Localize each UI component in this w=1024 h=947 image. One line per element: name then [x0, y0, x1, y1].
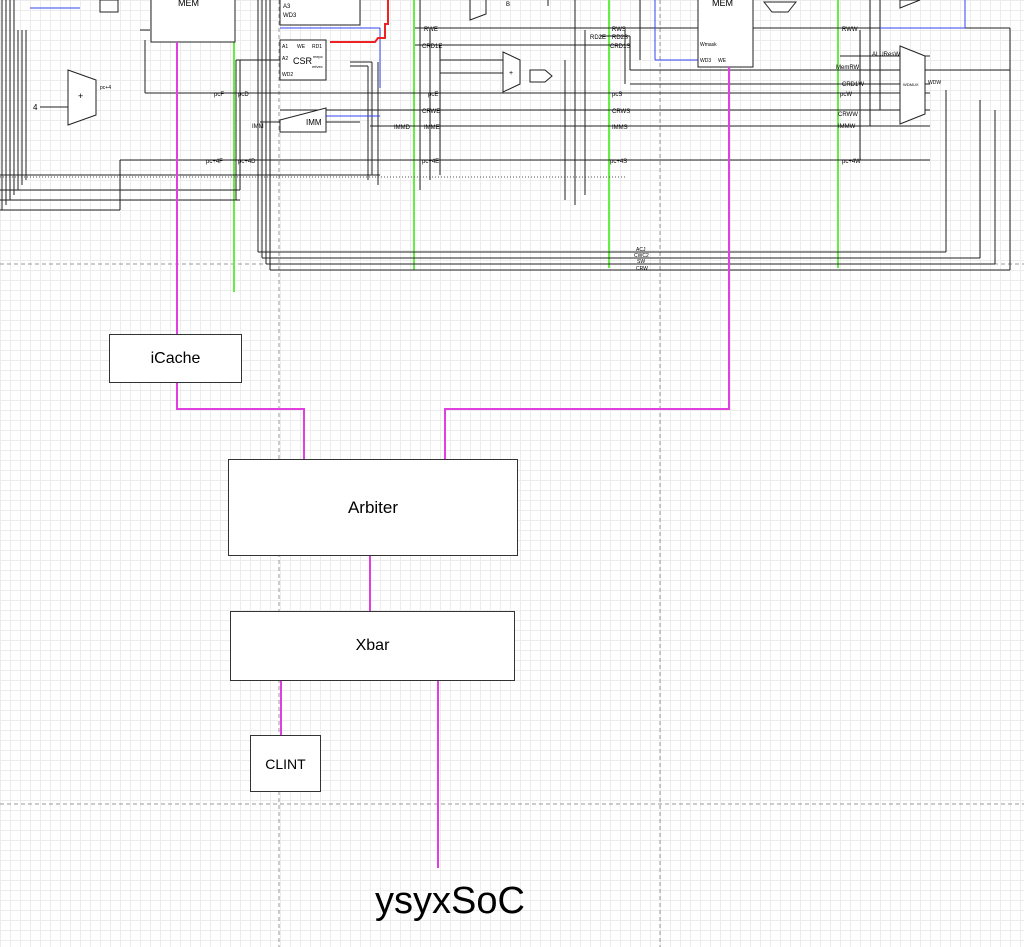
- wd3-label: WD3: [283, 13, 297, 19]
- pc4-label: pc+4: [100, 85, 111, 91]
- ACJ-label: ACJ: [636, 247, 646, 253]
- wd-mux: [899, 45, 926, 125]
- icache-label: iCache: [150, 349, 201, 367]
- CWC2-label: CWC2: [634, 253, 649, 259]
- icache-block: iCache: [109, 334, 242, 383]
- rdmux: [762, 1, 798, 13]
- wmask-label: Wmask: [700, 42, 717, 48]
- soc-title: ysyxSoC: [375, 880, 525, 922]
- pcE-label: pcE: [428, 92, 438, 98]
- top-right-mux: [899, 0, 921, 9]
- CRD1W-label: CRD1W: [842, 82, 864, 88]
- csr-rd1-label: RD1: [312, 44, 322, 50]
- bus-icache-to-arbiter: [176, 382, 305, 460]
- exec-adder: [502, 51, 521, 93]
- mem-fetch-block: [150, 0, 236, 43]
- MemRW-label: MemRW: [836, 65, 860, 71]
- bus-dmem-to-arbiter: [444, 67, 730, 460]
- const-4-label: 4: [33, 103, 38, 112]
- arbiter-block: Arbiter: [228, 459, 518, 556]
- RD2E-label: RD2E: [590, 35, 606, 41]
- mem-we-label: WE: [718, 58, 727, 64]
- RWS-label: RWS: [612, 27, 626, 33]
- clint-label: CLINT: [265, 755, 306, 772]
- csr-a1-label: A1: [282, 44, 288, 50]
- IMME-label: IMME: [424, 125, 440, 131]
- pc4W-label: pc+4W: [842, 159, 861, 165]
- csr-wd2-label: WD2: [282, 72, 293, 78]
- mem-data-label: MEM: [712, 0, 733, 8]
- pc4S-label: pc+4S: [610, 159, 627, 165]
- a3-label: A3: [283, 4, 291, 10]
- CRWS-label: CRWS: [612, 109, 630, 115]
- csr-mtvec-label: mtvec: [312, 64, 323, 69]
- forward-wires: [30, 0, 966, 117]
- b-label: B: [506, 2, 510, 8]
- and-gate: [529, 69, 553, 83]
- CRWW-label: CRWW: [838, 112, 858, 118]
- arbiter-label: Arbiter: [347, 497, 399, 517]
- CRD1S-label: CRD1S: [610, 44, 630, 50]
- ALUResW-label: ALUResW: [872, 52, 900, 58]
- clint-block: CLINT: [250, 735, 321, 792]
- wdmux-label: WDMUX: [903, 82, 919, 87]
- csr-block: [279, 39, 327, 81]
- critical-wire: [330, 0, 389, 43]
- system-bus: [176, 42, 730, 868]
- adder-plus: +: [78, 91, 83, 101]
- wdw-label: WDW: [928, 80, 941, 86]
- pc4D-label: pc+4D: [238, 159, 256, 165]
- IMMD-label: IMMD: [394, 125, 411, 131]
- pc4E-label: pc+4E: [422, 159, 439, 165]
- regfile-block: [279, 0, 361, 26]
- csr-label: CSR: [293, 56, 313, 66]
- imm-block: [279, 107, 327, 133]
- csr-mepc-label: mepc: [313, 54, 323, 59]
- IMM-in-label: IMM: [252, 124, 264, 130]
- reg-box: [99, 0, 119, 13]
- csr-a2-label: A2: [282, 56, 288, 62]
- IMMW-label: IMMW: [838, 124, 856, 130]
- CRD1E-label: CRD1E: [422, 44, 442, 50]
- mem-data-block: [697, 0, 754, 68]
- imm-label: IMM: [306, 118, 322, 127]
- CRW-label: CRW: [636, 266, 648, 272]
- pcF-label: pcF: [214, 92, 224, 98]
- RWE-label: RWE: [424, 27, 438, 33]
- pcW-label: pcW: [840, 92, 852, 98]
- mem-wd3-label: WD3: [700, 58, 711, 64]
- xbar-label: Xbar: [355, 637, 390, 654]
- pc4F-label: pc+4F: [206, 159, 223, 165]
- branch-logic: [469, 0, 549, 21]
- CRWE-label: CRWE: [422, 109, 440, 115]
- xbar-block: Xbar: [230, 611, 515, 681]
- SW-label: SW: [637, 259, 645, 265]
- csr-we-label: WE: [297, 44, 306, 50]
- bottom-bus-labels: ACJ CWC2 SW CRW: [634, 247, 649, 272]
- RWW-label: RWW: [842, 27, 858, 33]
- signal-labels: pcF pcD pcE pcS pcW pc+4F pc+4D pc+4E pc…: [206, 27, 900, 165]
- pcS-label: pcS: [612, 92, 622, 98]
- RD2S-label: RD2S: [612, 35, 628, 41]
- exec-adder-plus: +: [509, 70, 513, 77]
- pcD-label: pcD: [238, 92, 249, 98]
- IMMS-label: IMMS: [612, 125, 628, 131]
- mem-fetch-label: MEM: [178, 0, 199, 8]
